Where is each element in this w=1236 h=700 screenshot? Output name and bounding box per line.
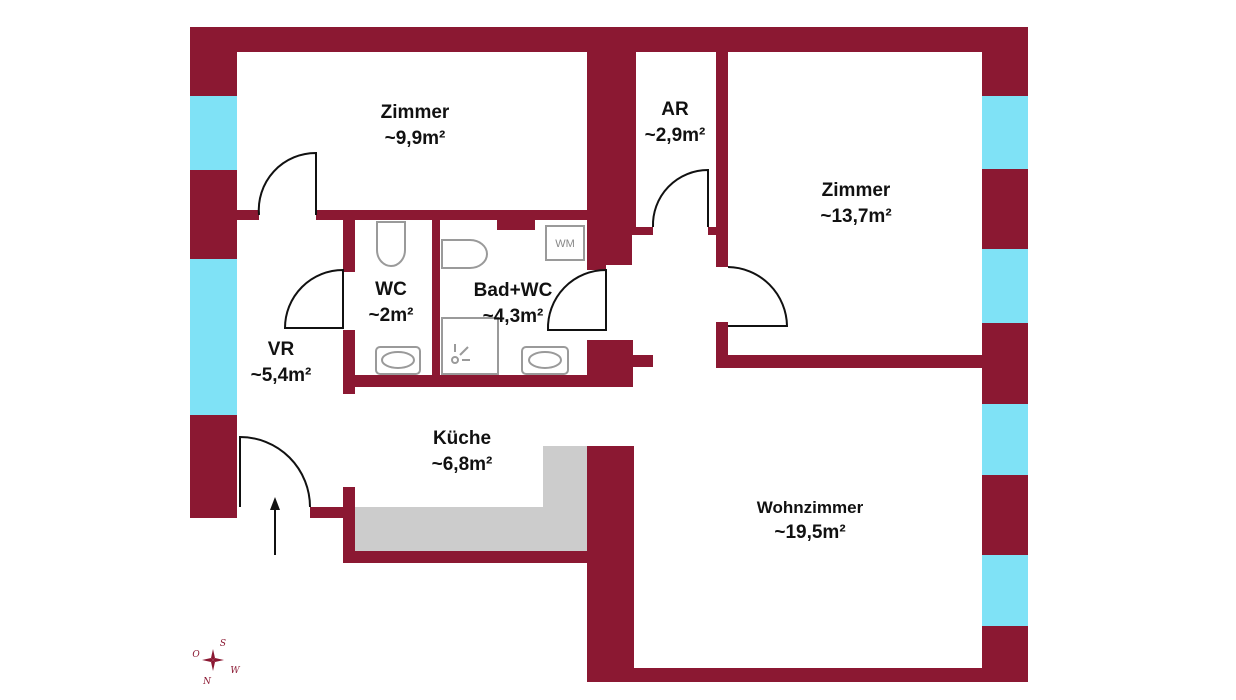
label-kueche-area: ~6,8m² (432, 454, 493, 475)
compass-o: O (192, 650, 200, 660)
wall-wc-right (432, 220, 440, 385)
label-zimmer1-name: Zimmer (381, 102, 450, 123)
floor-living (634, 368, 982, 668)
window-right-2 (982, 249, 1028, 323)
label-ar-name: AR (661, 99, 689, 120)
label-zimmer2-area: ~13,7m² (820, 206, 891, 227)
wall-entrance-right (310, 507, 343, 518)
sink-wc-basin (381, 351, 415, 369)
door-bath (546, 268, 607, 331)
label-wc-name: WC (375, 279, 407, 300)
floor-zimmer1 (237, 52, 587, 210)
label-zimmer2-name: Zimmer (822, 180, 891, 201)
wall-ar-right (716, 52, 728, 235)
compass-n: N (202, 677, 212, 687)
wall-bath-right-upper (587, 255, 606, 270)
wall-room2-bottom (716, 355, 1028, 368)
entrance-arrow-icon (270, 497, 280, 555)
wall-living-left (587, 446, 634, 682)
wall-bath-bottom (343, 375, 633, 387)
floor-ar (636, 52, 716, 227)
shower-slope-1 (459, 346, 469, 356)
washing-machine-label: WM (555, 238, 575, 250)
compass-w: W (230, 666, 240, 676)
window-left-1 (190, 96, 237, 170)
window-right-1 (982, 96, 1028, 169)
label-wohnzimmer-area: ~19,5m² (774, 522, 845, 543)
label-wc-area: ~2m² (369, 305, 414, 326)
window-right-4 (982, 555, 1028, 626)
door-entrance (239, 435, 311, 508)
label-zimmer1-area: ~9,9m² (385, 128, 446, 149)
label-vr-area: ~5,4m² (251, 365, 312, 386)
wall-wc-left (343, 220, 355, 272)
wall-room1-bottom-a (237, 210, 259, 220)
wall-stub (633, 355, 653, 367)
sink-bath-basin (528, 351, 562, 369)
floor-corridor (633, 235, 716, 355)
floor-zimmer2 (728, 52, 982, 355)
label-vr-name: VR (268, 339, 295, 360)
label-ar-area: ~2,9m² (645, 125, 706, 146)
label-bad-name: Bad+WC (474, 280, 553, 301)
door-ar (651, 168, 709, 228)
door-zimmer2 (727, 266, 789, 327)
wall-ar-bottom-b (708, 227, 728, 235)
compass-rose-icon: S O W N (192, 639, 240, 687)
window-left-2 (190, 259, 237, 415)
wall-ar-bottom-a (632, 227, 653, 235)
washing-machine (545, 225, 585, 261)
wall-kitchen-bottom (343, 551, 587, 563)
label-bad-area: ~4,3m² (483, 306, 544, 327)
toilet-bath (441, 239, 488, 269)
floor-living-link (587, 387, 634, 446)
floor-hall (237, 220, 343, 507)
label-kueche-name: Küche (433, 428, 491, 449)
kitchen-counter (355, 446, 587, 551)
wall-room2-left (716, 235, 728, 267)
window-right-3 (982, 404, 1028, 475)
label-wohnzimmer-name: Wohnzimmer (757, 498, 864, 517)
shower (441, 317, 499, 375)
shower-drain (451, 356, 459, 364)
door-zimmer1 (257, 151, 317, 216)
toilet-wc (376, 221, 406, 267)
wall-bath-right-lower (587, 340, 633, 387)
wall-room1-bottom-b (316, 210, 587, 220)
wall-kitchen-left (343, 487, 355, 563)
wall-ar-left (632, 52, 636, 227)
wall-bottom-living (587, 668, 1028, 682)
door-wc (283, 268, 344, 329)
wall-pillar-center (587, 27, 632, 265)
compass-s: S (220, 639, 226, 649)
wall-bath-top (497, 220, 535, 230)
